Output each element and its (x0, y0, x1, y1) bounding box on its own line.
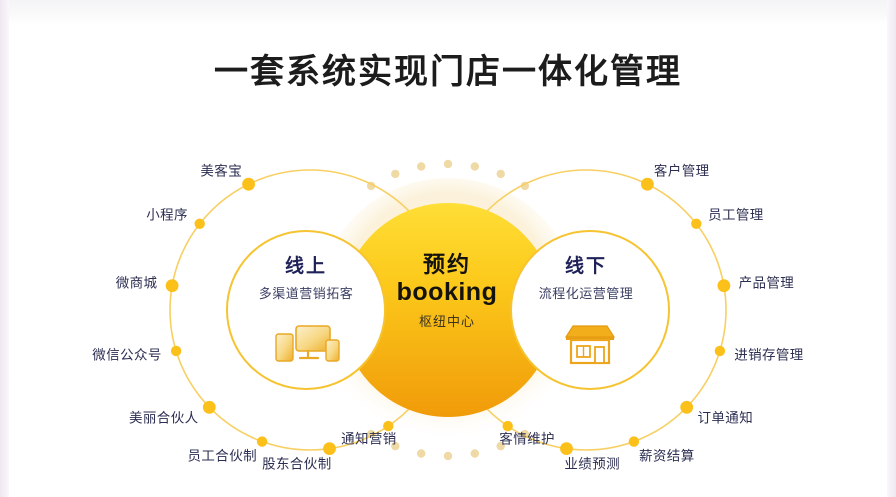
ring-dot (165, 279, 179, 293)
ring-dot (194, 218, 205, 229)
page-title: 一套系统实现门店一体化管理 (214, 53, 682, 91)
ring-dot (323, 442, 336, 455)
ring-dot (170, 345, 182, 357)
ring-label-left-2: 微商城 (115, 275, 158, 291)
ring-dot (714, 345, 726, 357)
ring-label-left-3: 微信公众号 (92, 347, 162, 363)
ring-dot (443, 159, 453, 169)
store-icon (564, 325, 616, 365)
ring-dot (242, 177, 256, 191)
ring-dot (443, 451, 453, 461)
ring-label-left-6: 股东合伙制 (262, 455, 332, 471)
ring-dot (496, 169, 505, 179)
right-ring-dots (502, 177, 731, 455)
ring-label-left-7: 通知营销 (341, 430, 397, 446)
ring-dot (560, 442, 573, 455)
ring-dot (383, 420, 394, 432)
ring-label-right-0: 客户管理 (653, 162, 710, 178)
right-inner-circle (510, 230, 670, 390)
ring-label-left-5: 员工合伙制 (187, 447, 257, 463)
ring-label-left-0: 美客宝 (200, 162, 243, 178)
ring-label-left-1: 小程序 (146, 206, 188, 222)
ring-dot (391, 441, 400, 451)
diagram-stage: 线上 多渠道营销拓客 线下 流程化运营管理 预约 booking 枢纽中心 美客… (0, 132, 896, 497)
diagram-graphics (165, 159, 731, 461)
ring-dot (680, 400, 694, 414)
ring-dot (691, 218, 702, 229)
top-gradient (0, 0, 896, 26)
devices-icon (275, 325, 340, 362)
ring-label-left-4: 美丽合伙人 (129, 409, 199, 425)
ring-dot (417, 162, 426, 171)
ring-dot (202, 400, 216, 414)
halo-dot-ring (366, 159, 530, 461)
ring-label-right-3: 进销存管理 (734, 347, 804, 363)
ring-label-right-7: 客情维护 (499, 430, 555, 446)
ring-dot (717, 279, 731, 293)
ring-dot (417, 449, 426, 458)
ring-label-right-5: 薪资结算 (639, 447, 695, 463)
ring-dot (641, 177, 654, 191)
hub-circle (341, 203, 555, 417)
ring-dot (256, 436, 268, 447)
ring-label-right-2: 产品管理 (738, 275, 795, 291)
ring-label-right-1: 员工管理 (708, 206, 764, 222)
left-ring-dots (165, 177, 394, 455)
ring-dot (628, 436, 640, 447)
ring-dot (496, 441, 505, 451)
ring-label-right-4: 订单通知 (697, 409, 754, 425)
left-inner-circle (226, 230, 386, 390)
ring-label-right-6: 业绩预测 (564, 455, 620, 471)
ring-dot (391, 169, 400, 179)
ring-dot (470, 449, 479, 458)
ring-dot (502, 420, 513, 432)
ring-dot (470, 162, 479, 171)
